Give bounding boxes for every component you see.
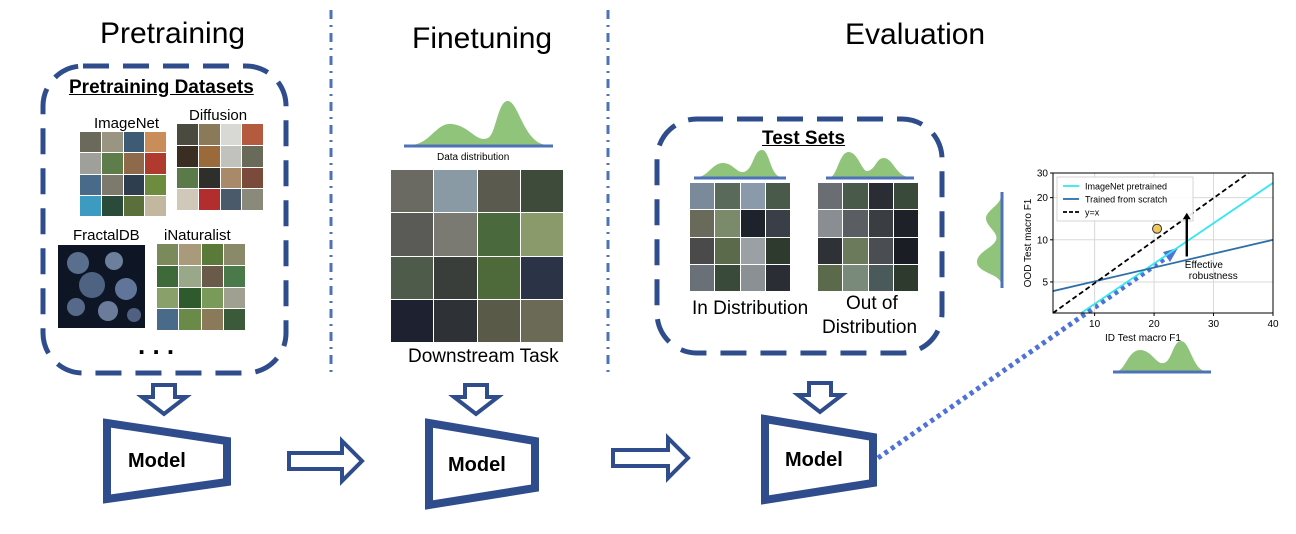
annotation-line1: Effective [1185, 260, 1224, 271]
chart-legend-box [1056, 176, 1194, 222]
in-distribution-label: In Distribution [692, 298, 809, 319]
chart-y-tick-label: 30 [1037, 169, 1049, 180]
down-arrow-finetuning [448, 383, 504, 417]
chart-y-tick-label: 20 [1037, 193, 1049, 204]
finetuning-distribution-curve [410, 100, 548, 145]
test-sets-box [654, 116, 945, 356]
downstream-task-label: Downstream Task [408, 346, 559, 367]
data-distribution-label: Data distribution [437, 152, 510, 163]
stage-title-evaluation: Evaluation [845, 18, 986, 51]
effective-robustness-arrowhead [1182, 212, 1191, 220]
downstream-task-image-grid [391, 170, 563, 342]
pretraining-datasets-box [40, 63, 289, 376]
model-label-finetuning: Model [448, 454, 506, 476]
id-axis-distribution-curve [1117, 341, 1206, 371]
model-to-chart-arrowhead [1163, 248, 1178, 262]
chart-x-tick-label: 10 [1089, 319, 1101, 330]
imagenet-image-grid [80, 132, 166, 216]
stage-title-pretraining: Pretraining [100, 17, 246, 50]
chart-y-axis-label: OOD Test macro F1 [1023, 198, 1034, 287]
chart-legend-label-1: ImageNet pretrained [1085, 182, 1167, 192]
chart-series-line-3 [1053, 173, 1251, 313]
fractaldb-image [58, 245, 145, 328]
chart-series-line-2 [1053, 238, 1273, 292]
more-datasets-ellipsis: . . . [138, 330, 175, 360]
inaturalist-image-grid [157, 244, 245, 330]
chart-y-tick-label: 10 [1037, 235, 1049, 246]
in-distribution-curve [697, 150, 782, 177]
test-sets-title: Test Sets [762, 128, 846, 149]
right-arrow-1 [287, 436, 365, 486]
in-distribution-image-grid [690, 183, 790, 291]
model-label-evaluation: Model [785, 449, 843, 471]
annotation-line2: robustness [1189, 271, 1238, 282]
right-arrow-2 [611, 433, 691, 483]
model-block-finetuning [425, 418, 539, 510]
chart-x-tick-label: 20 [1149, 319, 1161, 330]
model-label-pretraining: Model [128, 450, 186, 472]
pretraining-datasets-title: Pretraining Datasets [69, 77, 254, 98]
ood-distribution-curve [830, 151, 910, 177]
dataset-label-imagenet: ImageNet [94, 115, 160, 132]
chart-x-tick-label: 30 [1208, 319, 1220, 330]
stage-title-finetuning: Finetuning [412, 22, 553, 55]
model-to-chart-connector [876, 252, 1172, 461]
diffusion-image-grid [177, 124, 263, 210]
out-of-distribution-image-grid [818, 183, 918, 291]
chart-legend-label-2: Trained from scratch [1085, 195, 1167, 205]
ood-axis-distribution-curve [977, 196, 1001, 284]
model-block-pretraining [103, 418, 231, 504]
chart-series-line-1 [1079, 182, 1273, 313]
dataset-label-fractaldb: FractalDB [73, 227, 140, 244]
chart-x-axis-label: ID Test macro F1 [1105, 333, 1181, 344]
ood-label-line2: Distribution [822, 317, 918, 338]
chart-highlight-point [1152, 223, 1163, 234]
chart-y-tick-label: 5 [1042, 277, 1048, 288]
chart-plot-frame [1052, 172, 1274, 314]
down-arrow-pretraining [136, 383, 192, 417]
ood-label-line1: Out of [846, 293, 898, 314]
down-arrow-evaluation [792, 381, 848, 415]
dataset-label-inaturalist: iNaturalist [164, 227, 231, 244]
model-block-evaluation [761, 414, 877, 505]
robustness-chart: 10 20 30 40 5 10 20 30 ImageNet pretrainedTrain… [1023, 169, 1279, 345]
dataset-label-diffusion: Diffusion [189, 107, 248, 124]
chart-x-tick-label: 40 [1267, 319, 1279, 330]
chart-legend-label-3: y=x [1085, 208, 1100, 218]
